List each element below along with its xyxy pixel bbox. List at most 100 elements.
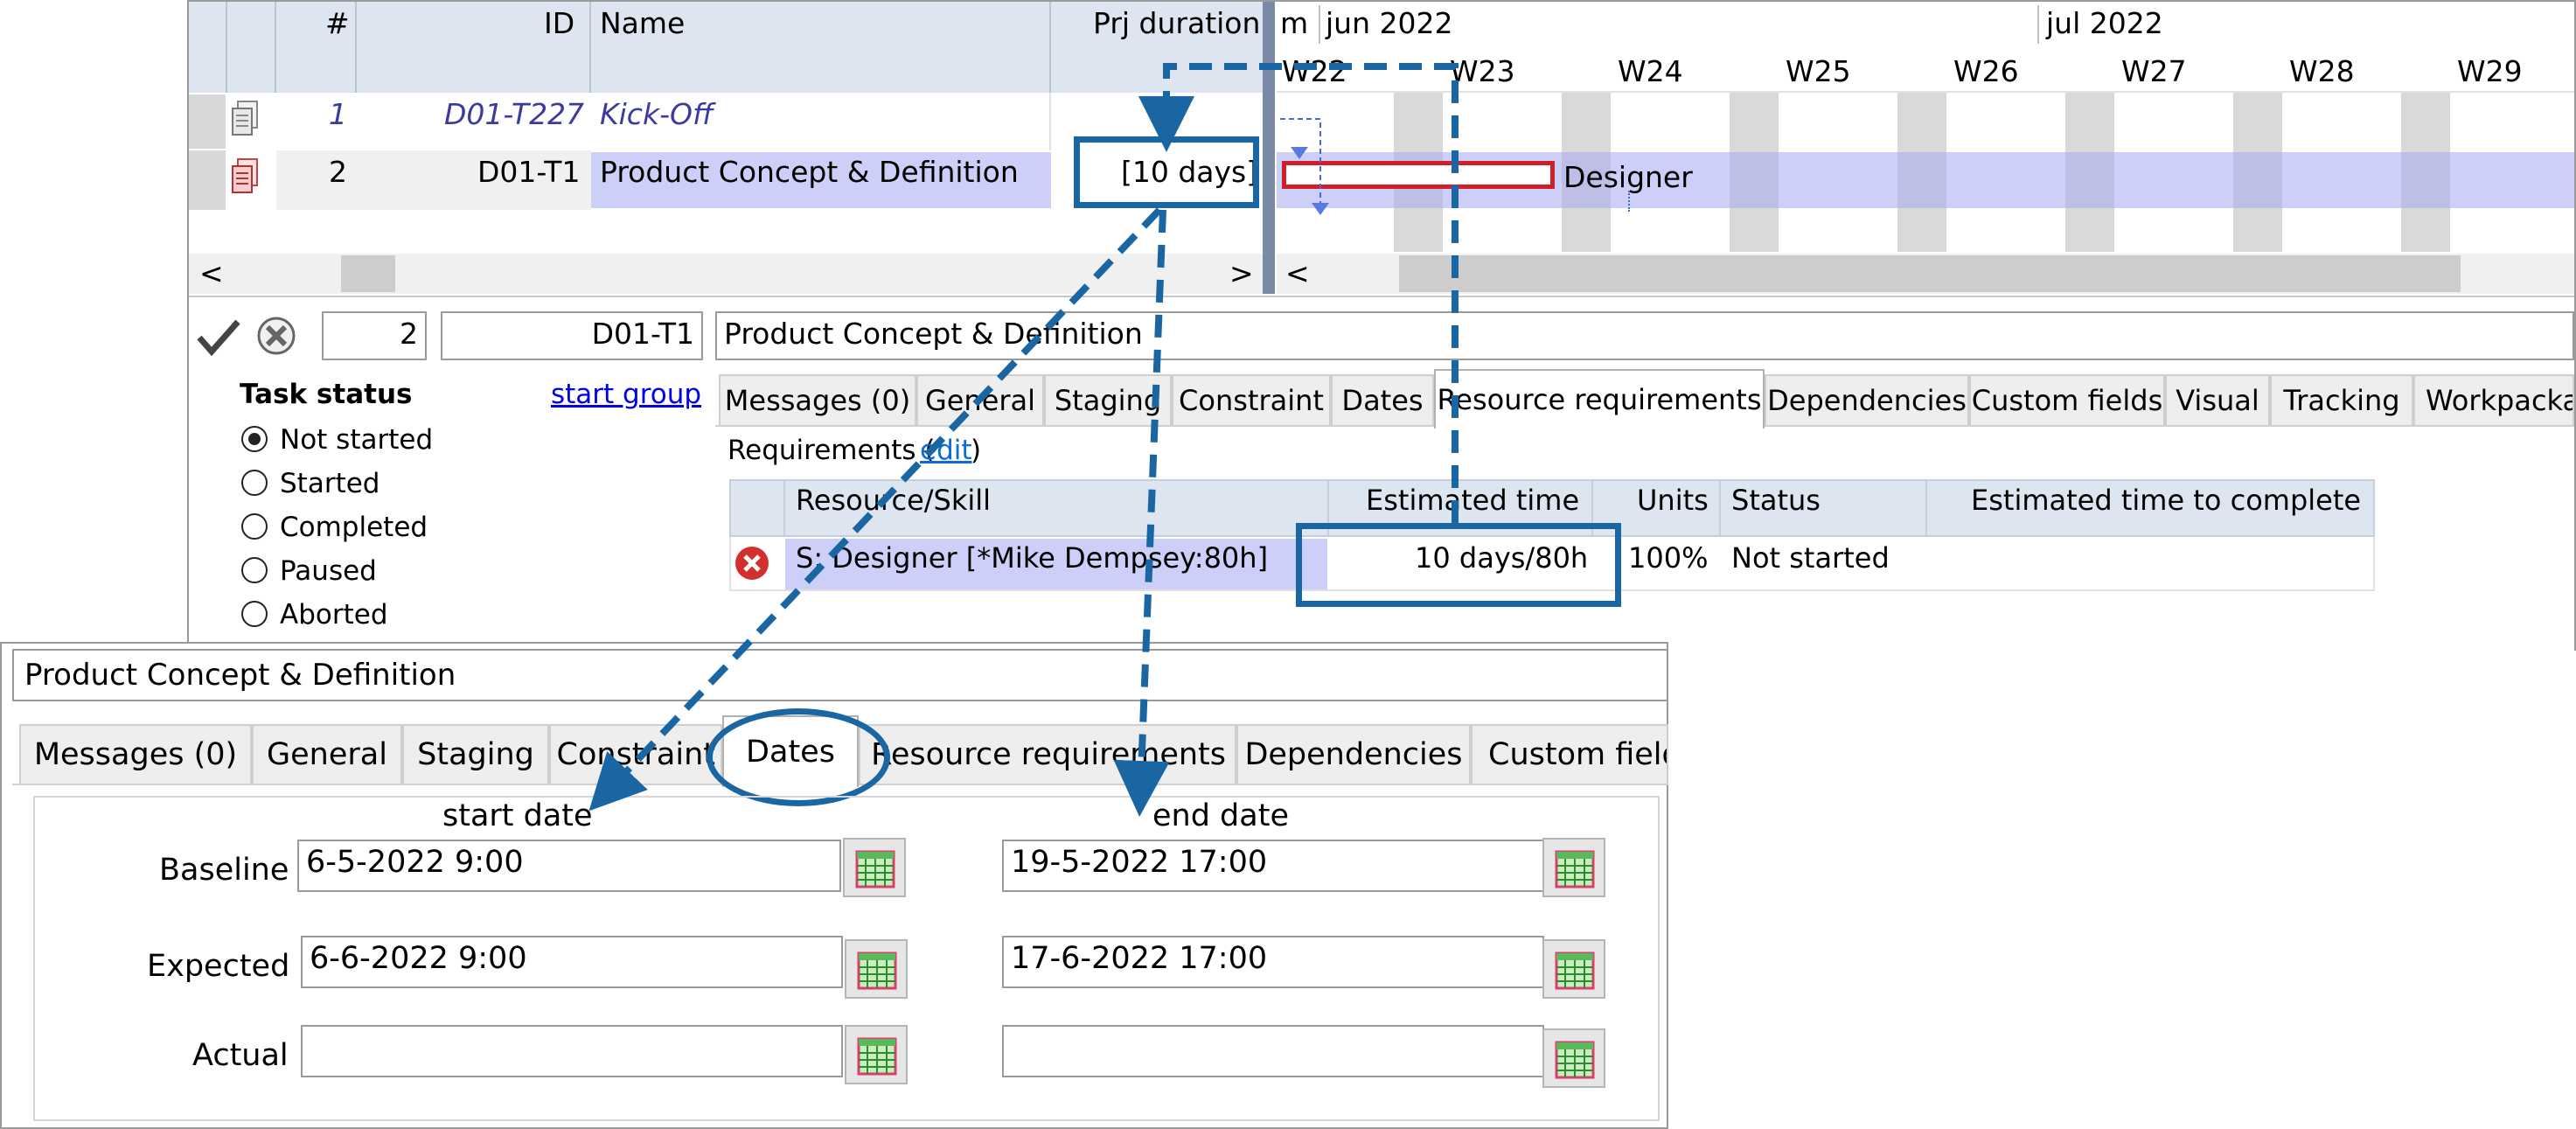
req-col-divider xyxy=(1327,479,1329,589)
cancel-x-icon[interactable] xyxy=(254,313,299,359)
baseline-end-calendar-button[interactable] xyxy=(1542,838,1605,897)
editor-id-field[interactable]: D01-T1 xyxy=(441,311,703,360)
edit-link[interactable]: edit xyxy=(920,435,972,466)
tab-staging[interactable]: Staging xyxy=(1044,374,1172,425)
timeline-header xyxy=(1277,2,2574,93)
expected-end-input[interactable]: 17-6-2022 17:00 xyxy=(1002,936,1544,988)
expected-start-input[interactable]: 6-6-2022 9:00 xyxy=(301,936,843,988)
dates-tab-constraint[interactable]: Constraint xyxy=(549,724,722,784)
radio-aborted[interactable] xyxy=(241,601,268,627)
dates-title-field[interactable]: Product Concept & Definition xyxy=(12,649,1668,701)
requirements-close: ) xyxy=(971,435,982,466)
grid-hscroll-thumb[interactable] xyxy=(341,255,395,292)
pane-splitter[interactable] xyxy=(1263,2,1275,294)
baseline-end-input[interactable]: 19-5-2022 17:00 xyxy=(1002,840,1544,892)
gantt-row-shade xyxy=(2233,152,2282,208)
radio-started[interactable] xyxy=(241,470,268,496)
tab-tracking[interactable]: Tracking xyxy=(2270,374,2413,425)
row2-name-cell[interactable] xyxy=(591,152,1051,208)
status-aborted-label: Aborted xyxy=(280,599,388,631)
baseline-start-input[interactable]: 6-5-2022 9:00 xyxy=(297,840,841,892)
requirements-label: Requirements ( xyxy=(728,435,936,466)
tab-custom-fields[interactable]: Custom fields xyxy=(1969,374,2165,425)
dates-tab-resource-requirements[interactable]: Resource requirements xyxy=(859,724,1236,784)
start-group-link[interactable]: start group xyxy=(551,379,702,410)
row2-id: D01-T1 xyxy=(477,155,581,189)
req-header-etc: Estimated time to complete xyxy=(1971,484,2362,517)
timeline-scroll-left-arrow[interactable]: < xyxy=(1285,256,1310,290)
row2-num-cell xyxy=(276,150,357,210)
tab-resource-requirements[interactable]: Resource requirements xyxy=(1434,369,1765,429)
tab-messages[interactable]: Messages (0) xyxy=(719,374,916,425)
calendar-icon xyxy=(857,1037,897,1076)
bar-label: Designer xyxy=(1563,160,1693,194)
header-cell-num[interactable] xyxy=(276,2,357,93)
actual-start-input[interactable] xyxy=(301,1025,843,1077)
scroll-right-arrow[interactable]: > xyxy=(1229,256,1254,290)
req-estimated: 10 days/80h xyxy=(1415,541,1589,575)
week-w23: W23 xyxy=(1450,54,1515,88)
calendar-icon xyxy=(1555,951,1595,990)
radio-paused[interactable] xyxy=(241,557,268,583)
actual-start-calendar-button[interactable] xyxy=(845,1025,908,1084)
radio-not-started[interactable] xyxy=(241,426,268,452)
editor-id: D01-T1 xyxy=(591,317,694,351)
end-date-header: end date xyxy=(1152,798,1289,833)
estimated-time-highlight xyxy=(1296,523,1621,607)
expected-end: 17-6-2022 17:00 xyxy=(1011,941,1268,976)
gantt-row-shade xyxy=(1562,152,1611,208)
gantt-row-shade xyxy=(1730,152,1779,208)
expected-start-calendar-button[interactable] xyxy=(845,939,908,999)
header-cell-id[interactable] xyxy=(357,2,591,93)
tab-dates[interactable]: Dates xyxy=(1331,374,1434,425)
req-header-resource: Resource/Skill xyxy=(796,484,992,517)
header-name: Name xyxy=(600,6,686,40)
tab-general[interactable]: General xyxy=(916,374,1044,425)
header-cell-icon xyxy=(189,2,227,93)
row2-num: 2 xyxy=(329,155,347,189)
editor-num-field[interactable]: 2 xyxy=(322,311,427,360)
actual-end-input[interactable] xyxy=(1002,1025,1544,1077)
dates-tab-custom-fields[interactable]: Custom field xyxy=(1471,724,1668,784)
calendar-icon xyxy=(1555,850,1595,889)
month-divider xyxy=(1319,5,1320,44)
header-cell-name[interactable] xyxy=(591,2,1051,93)
task-page-icon xyxy=(231,100,261,136)
req-col-divider xyxy=(1719,479,1721,589)
tab-visual[interactable]: Visual xyxy=(2165,374,2270,425)
header-id: ID xyxy=(544,6,575,40)
dates-tab-dependencies[interactable]: Dependencies xyxy=(1236,724,1471,784)
baseline-end: 19-5-2022 17:00 xyxy=(1011,845,1268,880)
timeline-hscroll-thumb[interactable] xyxy=(1399,255,2461,292)
row-handle[interactable] xyxy=(189,150,226,210)
row1-id: D01-T227 xyxy=(444,97,585,131)
bar-tick xyxy=(1628,191,1632,212)
dependency-arrow-icon xyxy=(1280,118,1329,215)
req-header-status: Status xyxy=(1731,484,1821,517)
row2-name: Product Concept & Definition xyxy=(600,155,1019,189)
req-col-divider xyxy=(1925,479,1927,589)
tab-constraint[interactable]: Constraint xyxy=(1172,374,1331,425)
dates-tab-messages[interactable]: Messages (0) xyxy=(19,724,252,784)
actual-end-calendar-button[interactable] xyxy=(1542,1028,1605,1088)
status-completed-label: Completed xyxy=(280,512,428,543)
dates-tab-general[interactable]: General xyxy=(252,724,402,784)
week-w28: W28 xyxy=(2289,54,2355,88)
row1-num: 1 xyxy=(329,97,347,131)
gantt-row-shade xyxy=(2401,152,2450,208)
tab-workpackage[interactable]: Workpackag xyxy=(2413,374,2574,425)
scroll-left-arrow[interactable]: < xyxy=(199,256,224,290)
month-jul: jul 2022 xyxy=(2046,6,2163,40)
dates-tab-staging[interactable]: Staging xyxy=(402,724,549,784)
row-handle[interactable] xyxy=(189,94,226,149)
expected-end-calendar-button[interactable] xyxy=(1542,939,1605,999)
tab-dependencies[interactable]: Dependencies xyxy=(1765,374,1969,425)
editor-name-field[interactable]: Product Concept & Definition xyxy=(715,311,2574,360)
baseline-start-calendar-button[interactable] xyxy=(843,838,906,897)
expected-label: Expected xyxy=(147,949,290,984)
task-status-label: Task status xyxy=(240,379,413,410)
checkmark-icon[interactable] xyxy=(194,315,243,360)
header-duration: Prj duration xyxy=(1093,6,1261,40)
req-units: 100% xyxy=(1628,541,1709,575)
radio-completed[interactable] xyxy=(241,513,268,540)
